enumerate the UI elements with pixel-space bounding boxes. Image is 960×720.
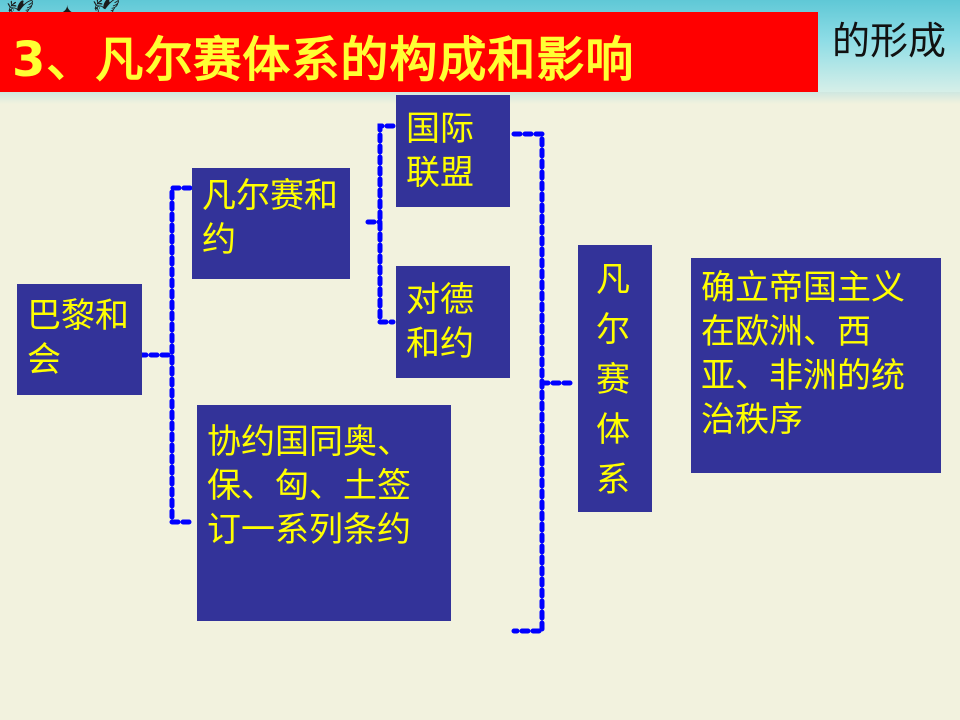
- node-league-of-nations: 国际联盟: [396, 95, 510, 207]
- node-treaty-with-germany: 对德和约: [396, 266, 510, 378]
- slide-title: 3、凡尔赛体系的构成和影响: [12, 32, 635, 88]
- bracket-system: [511, 131, 573, 634]
- bracket-versailles: [365, 123, 396, 325]
- node-versailles-treaty: 凡尔赛和约: [192, 168, 350, 279]
- title-bar: [0, 12, 818, 92]
- node-impact: 确立帝国主义在欧洲、西亚、非洲的统治秩序: [691, 258, 941, 473]
- topic-heading: 的形成: [831, 19, 946, 63]
- bracket-paris: [137, 185, 193, 525]
- node-other-treaties: 协约国同奥、保、匈、土签订一系列条约: [197, 405, 451, 621]
- node-versailles-system: 凡尔赛体系: [578, 245, 652, 512]
- node-paris-conference: 巴黎和会: [17, 284, 142, 395]
